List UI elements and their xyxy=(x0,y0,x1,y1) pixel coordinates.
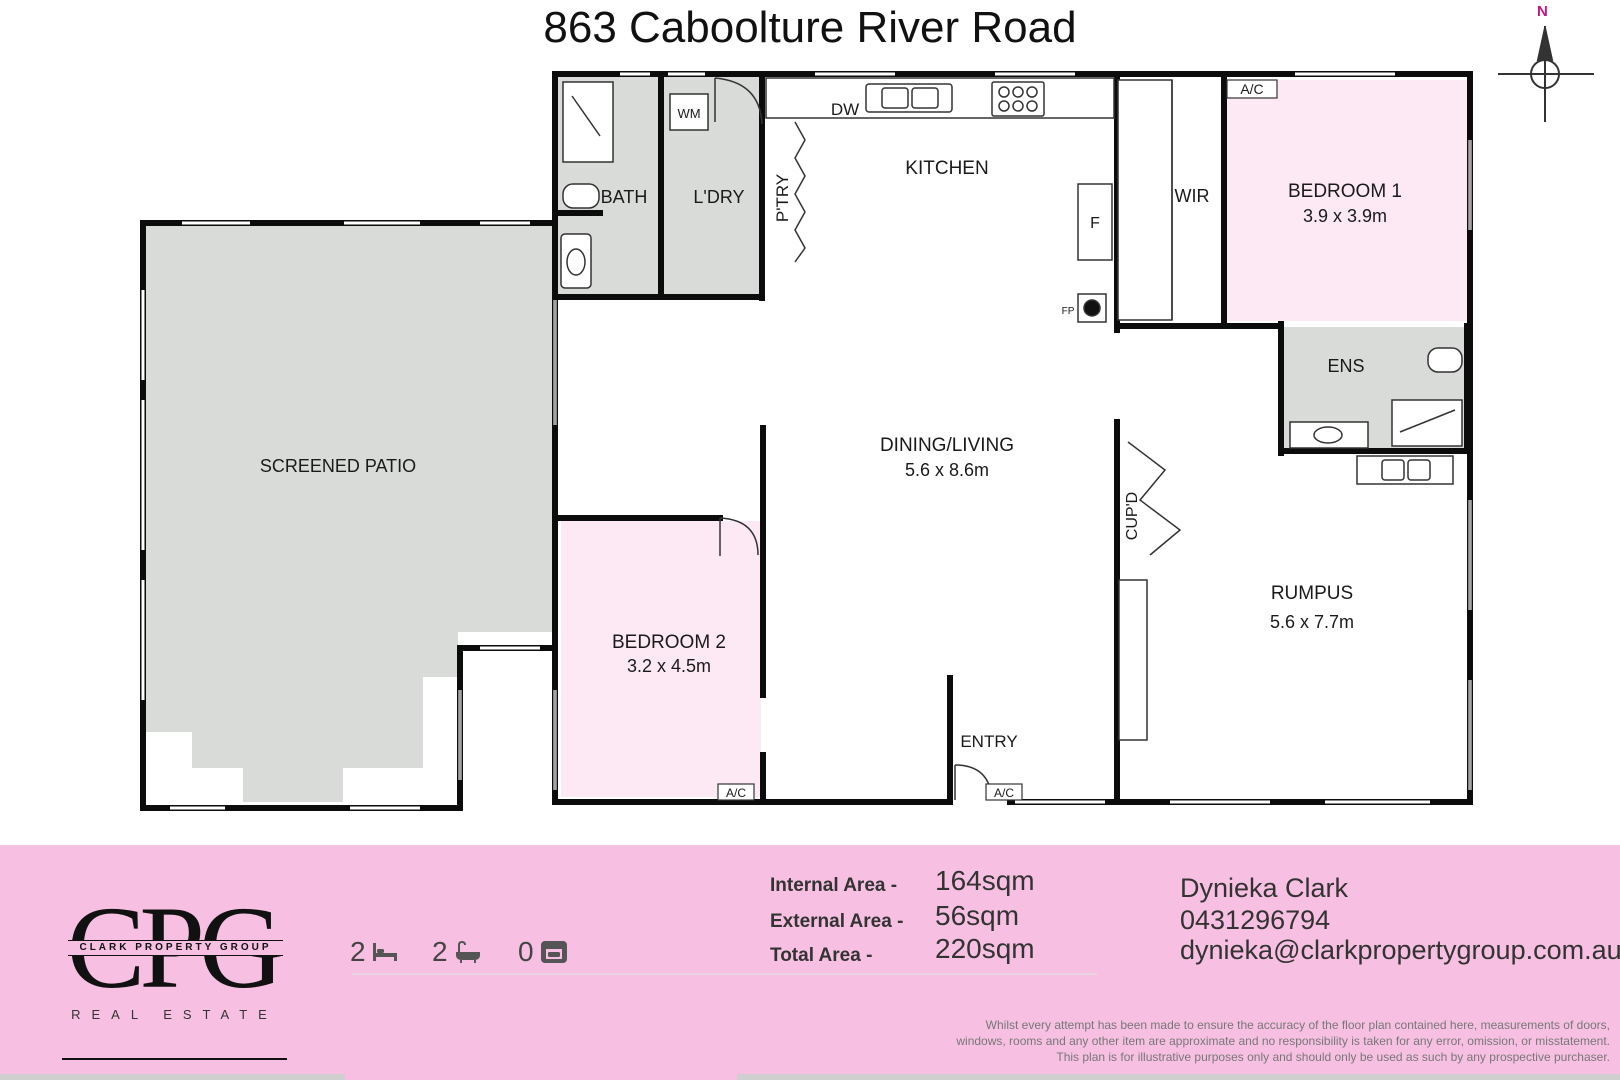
ac-label-bed1: A/C xyxy=(1240,81,1263,97)
bath-label: BATH xyxy=(601,187,648,207)
burner xyxy=(1026,100,1038,112)
toilet-bath xyxy=(562,183,600,209)
footer-panel: CPG CLARK PROPERTY GROUP REAL ESTATE 2 2… xyxy=(0,845,1620,1080)
floor-plan: N SCREENED PATIO BATH L'DRY WM P'TRY KIT… xyxy=(140,3,1594,811)
fridge-label: F xyxy=(1090,215,1100,232)
bedroom-count: 2 xyxy=(350,936,366,967)
disclaimer-line: This plan is for illustrative purposes o… xyxy=(1056,1050,1610,1064)
garage-icon xyxy=(540,941,567,963)
stat-garages: 0 xyxy=(518,935,568,969)
plan-title: 863 Caboolture River Road xyxy=(543,3,1077,52)
agent-name: Dynieka Clark xyxy=(1180,873,1349,903)
stat-bathrooms: 2 xyxy=(432,935,482,969)
total-area-label: Total Area - xyxy=(770,945,873,966)
sink-bowl-left xyxy=(881,87,909,109)
internal-area-label: Internal Area - xyxy=(770,875,898,896)
bed-icon xyxy=(372,943,397,961)
bedroom2-floor xyxy=(561,521,761,797)
doors xyxy=(714,77,1182,801)
screened-patio-floor xyxy=(145,225,553,802)
dishwasher-label: DW xyxy=(831,100,859,119)
ensuite-toilet xyxy=(1427,347,1463,373)
bathtub-icon xyxy=(455,941,480,963)
ac-label-bed2: A/C xyxy=(726,786,746,800)
bedroom1-size: 3.9 x 3.9m xyxy=(1303,206,1387,226)
fireplace-label: FP xyxy=(1062,306,1075,317)
bedroom2-size: 3.2 x 4.5m xyxy=(627,656,711,676)
bottom-bar-right xyxy=(737,1074,1620,1080)
washing-machine xyxy=(669,93,709,131)
burner xyxy=(1012,100,1024,112)
wir-label: WIR xyxy=(1175,186,1210,206)
stat-bedrooms: 2 xyxy=(350,935,398,969)
garage-count: 0 xyxy=(518,936,534,967)
screened-patio-label: SCREENED PATIO xyxy=(260,456,416,476)
washing-machine-label: WM xyxy=(677,106,700,121)
bottom-bar-left xyxy=(0,1074,345,1080)
ensuite-basin xyxy=(1313,426,1343,444)
dining-living-size: 5.6 x 8.6m xyxy=(905,460,989,480)
dining-living-label: DINING/LIVING xyxy=(880,435,1014,456)
north-compass xyxy=(1498,26,1594,122)
room-labels: N SCREENED PATIO BATH L'DRY WM P'TRY KIT… xyxy=(260,3,1548,800)
bathroom-count: 2 xyxy=(432,936,448,967)
bedroom2-label: BEDROOM 2 xyxy=(612,632,726,653)
fireplace-core xyxy=(1083,299,1101,317)
kitchen-sink xyxy=(865,83,953,113)
ensuite-shower xyxy=(1391,399,1463,447)
patio-step-right xyxy=(343,772,455,804)
rumpus-sink-bowl-right xyxy=(1407,459,1431,481)
kitchen-fixtures xyxy=(147,77,1463,804)
laundry-label: L'DRY xyxy=(693,187,744,207)
kitchen-label: KITCHEN xyxy=(905,158,988,179)
sink-bowl-right xyxy=(911,87,939,109)
bedroom1-floor xyxy=(1224,80,1467,321)
disclaimer: Whilst every attempt has been made to en… xyxy=(850,1017,1610,1065)
rumpus-sink-bench xyxy=(1356,455,1454,485)
logo-subtitle: REAL ESTATE xyxy=(71,1007,278,1022)
cupboard-label: CUP'D xyxy=(1124,492,1141,540)
disclaimer-line: windows, rooms and any other item are ap… xyxy=(956,1034,1610,1048)
stats-divider xyxy=(352,973,1097,975)
burner xyxy=(1026,86,1038,98)
bedroom1-label: BEDROOM 1 xyxy=(1288,181,1402,202)
burner xyxy=(1012,86,1024,98)
rumpus-label: RUMPUS xyxy=(1271,583,1353,604)
wir-shelf xyxy=(1117,79,1173,321)
entry-label: ENTRY xyxy=(960,732,1017,751)
external-area-value: 56sqm xyxy=(935,900,1020,931)
rumpus-size: 5.6 x 7.7m xyxy=(1270,612,1354,632)
cupboard-rumpus xyxy=(1118,579,1148,741)
internal-area-value: 164sqm xyxy=(935,865,1035,896)
ac-label-entry: A/C xyxy=(994,786,1014,800)
patio-step-bottom xyxy=(147,772,243,804)
burner xyxy=(998,86,1010,98)
external-area-label: External Area - xyxy=(770,911,904,932)
floor-fills xyxy=(145,76,1467,802)
rumpus-sink-bowl-left xyxy=(1381,459,1405,481)
basin-bowl xyxy=(566,248,586,276)
total-area-value: 220sqm xyxy=(935,933,1035,964)
agent-email[interactable]: dynieka@clarkpropertygroup.com.au xyxy=(1180,935,1620,965)
agent-phone[interactable]: 0431296794 xyxy=(1180,905,1331,935)
window-ticks xyxy=(459,140,1471,790)
north-label: N xyxy=(1537,3,1548,20)
logo-underline xyxy=(62,1058,287,1060)
patio-step-side xyxy=(425,678,457,776)
pantry-label: P'TRY xyxy=(773,174,792,222)
fridge xyxy=(1077,183,1113,261)
shower-bath xyxy=(562,81,614,163)
ensuite-label: ENS xyxy=(1327,356,1364,376)
ac-units xyxy=(717,79,1278,801)
logo-band: CLARK PROPERTY GROUP xyxy=(68,940,283,956)
burner xyxy=(998,100,1010,112)
disclaimer-line: Whilst every attempt has been made to en… xyxy=(985,1018,1610,1032)
